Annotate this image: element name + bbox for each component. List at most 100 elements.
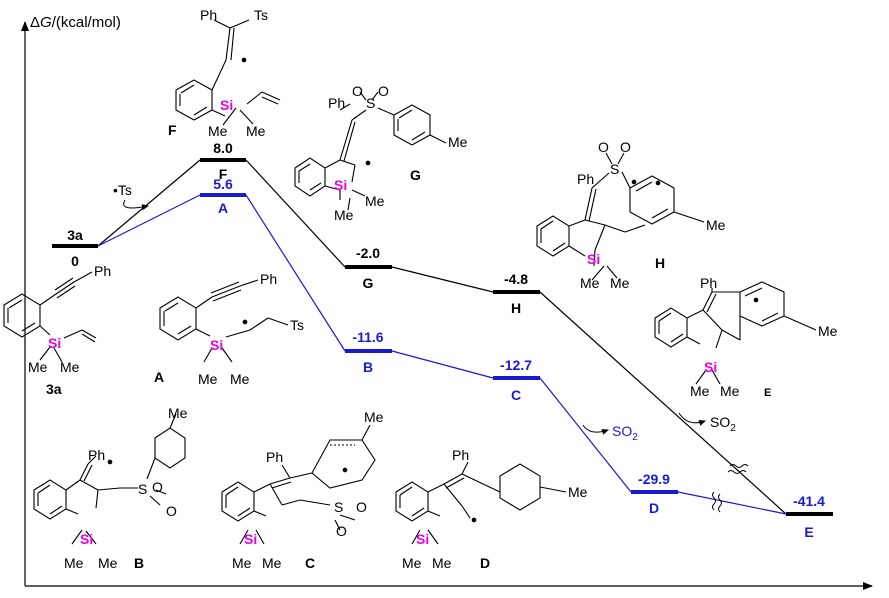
svg-text:O: O [378, 83, 389, 99]
svg-text:Me: Me [432, 555, 452, 571]
svg-text:G: G [410, 167, 421, 183]
blue-pathway [97, 194, 787, 515]
svg-text:Me: Me [364, 409, 384, 425]
svg-text:Me: Me [28, 359, 48, 375]
svg-text:O: O [356, 499, 367, 515]
structure-H [536, 152, 705, 281]
label-H: H [511, 300, 521, 316]
svg-text:Me: Me [246, 123, 266, 139]
svg-text:S: S [366, 95, 375, 111]
svg-text:Ph: Ph [700, 275, 717, 291]
svg-text:SO2: SO2 [612, 423, 638, 443]
svg-text:Me: Me [720, 383, 740, 399]
svg-text:O: O [598, 139, 609, 155]
svg-text:3a: 3a [46, 381, 62, 397]
structure-D [395, 461, 567, 545]
label-C: C [511, 387, 521, 403]
svg-text:A: A [154, 369, 164, 385]
svg-text:Si: Si [220, 97, 233, 113]
svg-text:F: F [168, 122, 177, 138]
svg-text:Me: Me [60, 359, 80, 375]
svg-text:Me: Me [232, 555, 252, 571]
svg-text:Me: Me [365, 193, 385, 209]
svg-text:Me: Me [198, 371, 218, 387]
structure-G [294, 91, 447, 211]
svg-text:Si: Si [334, 177, 347, 193]
so2-release-annotation-2: SO2 [678, 412, 736, 434]
black-pathway [97, 159, 787, 515]
structure-text: Ph Ts Si Me Me F Ph S O O Me Si Me Me G … [28, 7, 838, 571]
y-axis-label: ΔG/(kcal/mol) [30, 14, 121, 31]
label-G: G [363, 275, 374, 291]
svg-text:H: H [655, 255, 665, 271]
svg-text:SO2: SO2 [710, 414, 736, 434]
svg-text:D: D [480, 555, 490, 571]
svg-text:Ph: Ph [200, 7, 217, 23]
label-F: F [219, 166, 228, 182]
value-F: 8.0 [213, 140, 233, 156]
ts-radical-annotation: •Ts [113, 182, 149, 211]
svg-text:Me: Me [230, 371, 250, 387]
svg-text:Me: Me [208, 123, 228, 139]
svg-text:O: O [152, 479, 163, 495]
so2-release-annotation-1: SO2 [582, 423, 638, 443]
svg-text:Me: Me [98, 555, 118, 571]
bond-break-marks [712, 464, 749, 513]
svg-text:Ts: Ts [290, 317, 304, 333]
svg-text:S: S [334, 499, 343, 515]
svg-text:Me: Me [402, 555, 422, 571]
value-E: -41.4 [793, 493, 825, 509]
label-B: B [363, 359, 373, 375]
svg-text:C: C [305, 555, 315, 571]
svg-text:Si: Si [416, 531, 429, 547]
value-H: -4.8 [504, 271, 528, 287]
value-D: -29.9 [638, 471, 670, 487]
svg-text:Me: Me [568, 484, 588, 500]
svg-text:Ph: Ph [260, 271, 277, 287]
svg-text:S: S [610, 161, 619, 177]
energy-levels [52, 158, 833, 516]
svg-text:Me: Me [64, 555, 84, 571]
svg-text:O: O [336, 523, 347, 539]
structure-B [33, 413, 186, 545]
svg-text:E: E [764, 387, 771, 399]
svg-text:Si: Si [80, 531, 93, 547]
svg-text:Si: Si [587, 251, 600, 267]
svg-text:Si: Si [244, 531, 257, 547]
molecular-structures [3, 19, 817, 545]
svg-text:Ph: Ph [88, 447, 105, 463]
svg-text:Ph: Ph [452, 447, 469, 463]
value-B: -11.6 [352, 329, 383, 345]
svg-text:Si: Si [48, 335, 61, 351]
svg-text:Me: Me [448, 134, 468, 150]
label-D: D [649, 500, 659, 516]
structure-C [221, 424, 376, 545]
value-3a-energy: 0 [71, 253, 79, 269]
svg-text:Ph: Ph [266, 449, 283, 465]
svg-text:B: B [134, 555, 144, 571]
value-A: 5.6 [213, 176, 233, 192]
structure-E [654, 281, 817, 385]
svg-text:O: O [166, 503, 177, 519]
svg-text:•Ts: •Ts [113, 182, 132, 198]
structure-F [175, 19, 281, 126]
structure-A [159, 279, 289, 363]
value-3a: 3a [67, 227, 83, 243]
svg-text:Me: Me [580, 275, 600, 291]
structure-3a [3, 271, 97, 363]
svg-text:Me: Me [818, 323, 838, 339]
svg-text:Ph: Ph [94, 263, 111, 279]
svg-text:O: O [352, 83, 363, 99]
label-E: E [804, 524, 813, 540]
svg-text:O: O [620, 139, 631, 155]
svg-text:Me: Me [706, 217, 726, 233]
svg-text:S: S [138, 481, 147, 497]
svg-text:Si: Si [210, 337, 223, 353]
svg-text:Me: Me [168, 405, 188, 421]
svg-text:Me: Me [690, 383, 710, 399]
value-C: -12.7 [500, 357, 532, 373]
svg-text:Me: Me [262, 555, 282, 571]
svg-text:Ts: Ts [254, 7, 268, 23]
svg-text:Me: Me [334, 207, 354, 223]
